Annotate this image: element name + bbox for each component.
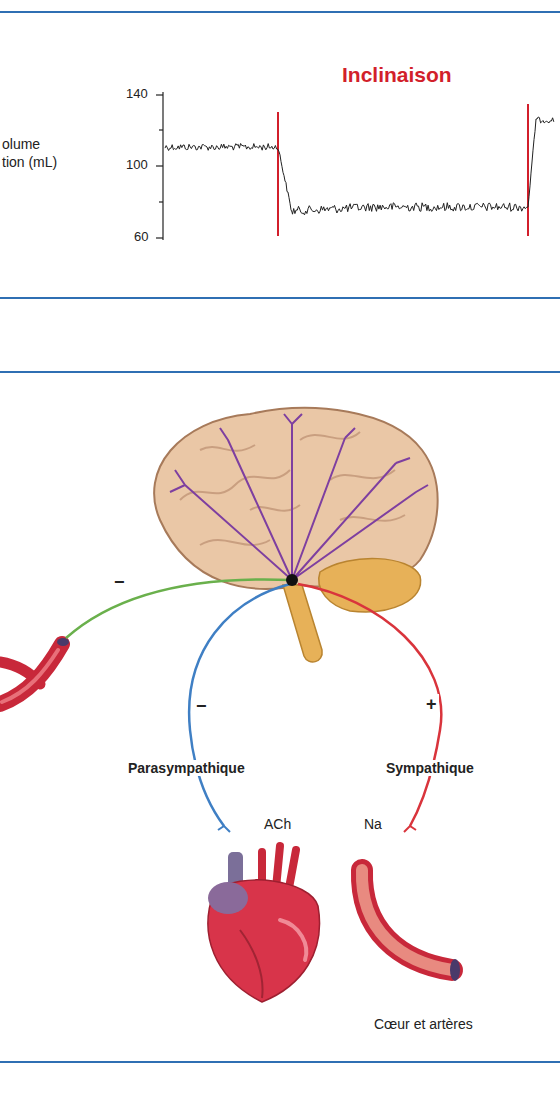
axis-tick [156,165,163,166]
cortical-fibres [170,414,428,580]
label: Sympathique [384,760,476,776]
atrium [208,882,248,914]
parasympathetic-nerve [189,584,290,826]
panel-rule [0,371,560,373]
heart [208,880,320,1002]
panel-rule [0,1061,560,1063]
label: tion (mL) [2,154,57,170]
green-nerve [66,579,292,638]
stroke-volume-trace [165,117,554,215]
brainstem [283,585,322,662]
event-marker [277,112,279,236]
label: 60 [134,230,148,245]
label: + [424,694,439,715]
vessel-opening [57,638,69,646]
trace-group [165,117,554,215]
label: − [112,572,127,593]
label: olume [2,136,40,152]
nerve-ending [218,826,230,832]
label: Parasympathique [126,760,247,776]
nerve-ending [404,826,416,832]
artery-opening [450,959,460,981]
axis-tick [159,201,163,202]
panel-rule [0,11,560,13]
axis-tick [156,94,163,95]
label: − [194,696,209,717]
label: Inclinaison [342,63,452,87]
blood-vessel [0,644,62,704]
artery [362,870,452,970]
sympathetic-nerve [298,584,441,826]
vessel-highlight [2,650,58,702]
axis-tick [156,237,163,238]
heart-groove [240,930,263,998]
panel-rule [0,297,560,299]
centre-dot [286,574,298,586]
label: 100 [126,158,148,173]
label: 140 [126,87,148,102]
artery-lumen [362,870,452,970]
label: Cœur et artères [372,1016,475,1032]
heart-highlight [280,920,306,960]
label: Na [362,816,384,832]
axis-tick [159,129,163,130]
label: ACh [262,816,293,832]
event-marker [527,104,529,236]
cerebellum [319,559,421,612]
